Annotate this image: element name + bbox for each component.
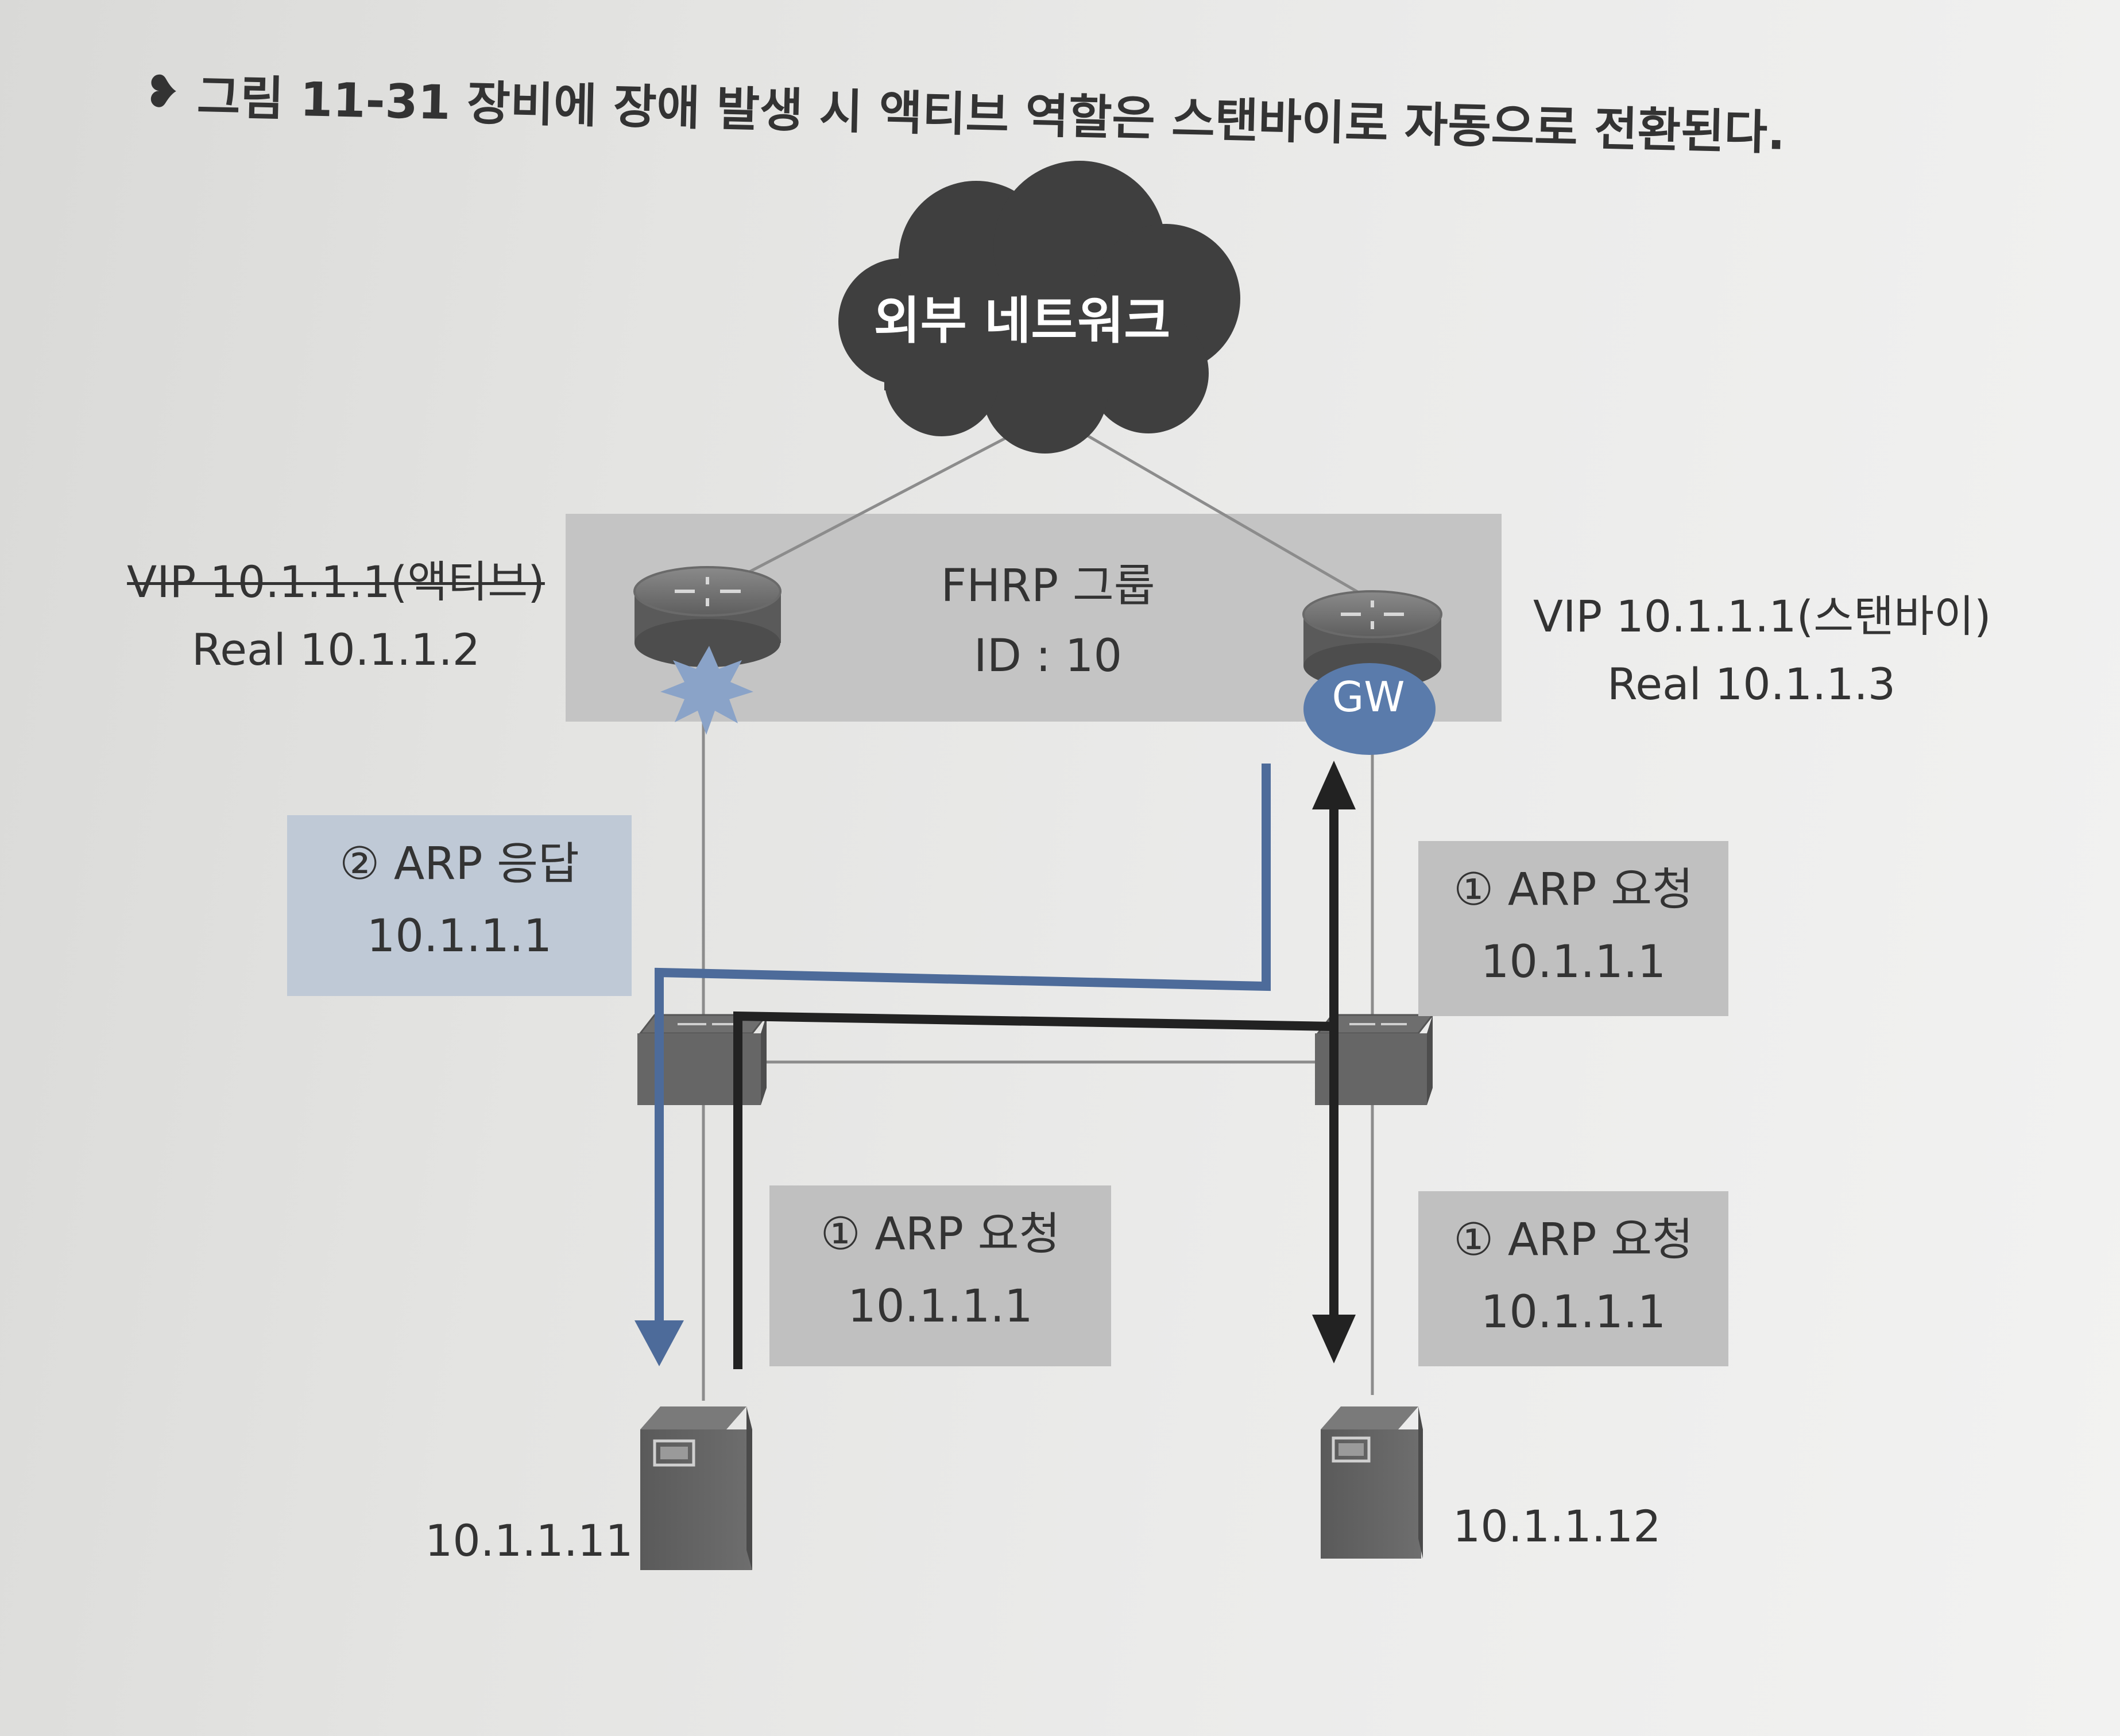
arp-request-arrowhead-down [1312,1315,1356,1363]
failure-burst-icon [660,646,753,735]
router-right-labels: VIP 10.1.1.1(스탠바이) Real 10.1.1.3 [1533,583,1991,718]
arp-reply-ip: 10.1.1.1 [366,910,552,962]
server-right-icon [1321,1406,1423,1559]
router-right-vip: VIP 10.1.1.1(스탠바이) [1533,591,1991,642]
router-left-labels: VIP 10.1.1.1(액티브) Real 10.1.1.2 [123,548,548,684]
gw-badge-icon [1303,663,1436,755]
fhrp-group-label: FHRP 그룹 ID : 10 [827,551,1269,691]
arp-request-path [733,807,1338,1369]
host-right-ip: 10.1.1.12 [1453,1501,1661,1552]
cloud-icon [838,161,1240,454]
host-left-ip: 10.1.1.11 [425,1515,633,1566]
fhrp-group-id: ID : 10 [973,630,1123,682]
arp-reply-title: ② ARP 응답 [339,838,579,890]
gw-badge-label: GW [1332,673,1405,721]
server-left-icon [640,1406,752,1570]
arp-request-ip: 10.1.1.1 [1480,1286,1666,1338]
arp-reply-path [655,764,1271,1326]
arp-request-title: ① ARP 요청 [1453,1214,1693,1266]
fhrp-group-name: FHRP 그룹 [941,560,1155,612]
router-left-real: Real 10.1.1.2 [191,624,481,675]
router-left-icon [633,566,782,667]
arp-request-box-right-top: ① ARP 요청 10.1.1.1 [1418,841,1728,1016]
arp-request-box-right-bottom: ① ARP 요청 10.1.1.1 [1418,1191,1728,1366]
arp-request-arrowhead-up [1312,761,1356,809]
arp-request-title: ① ARP 요청 [1453,864,1693,916]
arp-request-ip: 10.1.1.1 [1480,936,1666,988]
cloud-label: 외부 네트워크 [873,291,1171,350]
arp-request-title: ① ARP 요청 [820,1208,1061,1260]
arp-request-ip: 10.1.1.1 [848,1281,1033,1332]
arp-request-box-middle: ① ARP 요청 10.1.1.1 [769,1185,1111,1366]
arp-reply-box: ② ARP 응답 10.1.1.1 [287,815,632,996]
arp-reply-arrowhead [635,1320,684,1366]
router-right-real: Real 10.1.1.3 [1607,658,1896,710]
router-left-vip: VIP 10.1.1.1(액티브) [127,556,545,607]
